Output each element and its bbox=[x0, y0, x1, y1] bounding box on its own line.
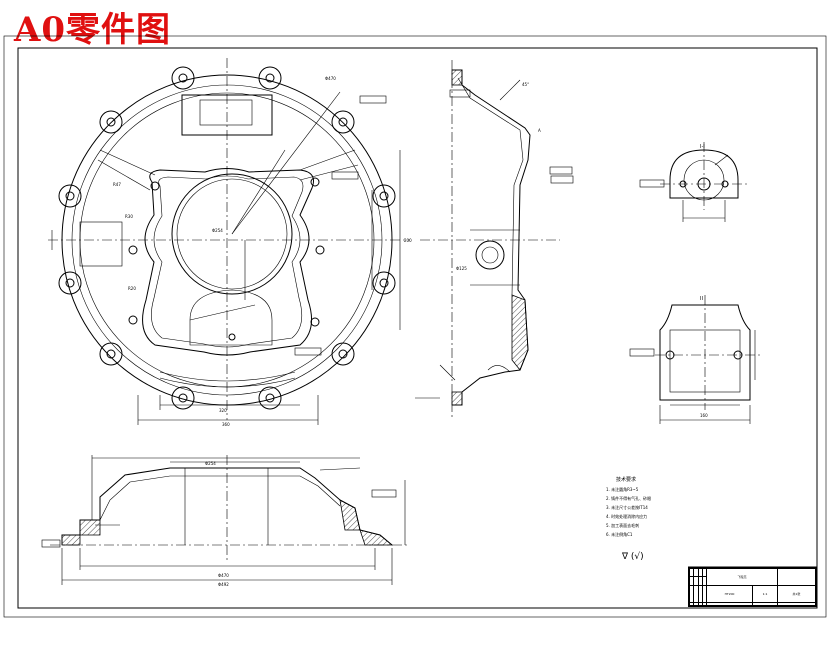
svg-text:Φ492: Φ492 bbox=[218, 582, 229, 587]
requirement-item: 1. 未注圆角R3~5 bbox=[606, 487, 639, 492]
svg-text:Φ254: Φ254 bbox=[205, 461, 216, 466]
inner-frame bbox=[17, 47, 818, 609]
svg-text:Φ470: Φ470 bbox=[325, 76, 336, 81]
svg-text:A: A bbox=[538, 128, 541, 133]
technical-requirements: 技术要求 1. 未注圆角R3~5 2. 铸件不得有气孔、砂眼 3. 未注尺寸公差… bbox=[606, 476, 696, 539]
svg-text:R47: R47 bbox=[113, 182, 121, 187]
svg-text:320: 320 bbox=[219, 408, 227, 413]
svg-text:200: 200 bbox=[404, 238, 412, 243]
svg-text:Φ254: Φ254 bbox=[212, 228, 223, 233]
title-block: 飞轮壳 HT200 1:1 共1张 bbox=[688, 567, 817, 607]
svg-text:R30: R30 bbox=[125, 214, 133, 219]
scale: 1:1 bbox=[762, 591, 768, 596]
internal-holes bbox=[128, 177, 325, 341]
svg-text:R20: R20 bbox=[128, 286, 136, 291]
requirement-item: 5. 加工表面去毛刺 bbox=[606, 523, 640, 528]
part-name: 飞轮壳 bbox=[737, 574, 747, 579]
drawing-title: A0零件图 bbox=[14, 10, 172, 50]
svg-text:45°: 45° bbox=[522, 82, 529, 87]
front-view: Φ470 Φ254 R47 R30 R20 360 320 200 bbox=[48, 58, 412, 427]
sheet-count: 共1张 bbox=[792, 591, 801, 596]
outer-frame bbox=[3, 35, 827, 618]
svg-text:I-I: I-I bbox=[700, 144, 705, 150]
bolt-lugs bbox=[58, 66, 396, 410]
svg-text:160: 160 bbox=[700, 413, 708, 418]
side-section-view: Φ125 45° A bbox=[415, 60, 574, 420]
technical-requirements-heading: 技术要求 bbox=[616, 477, 637, 483]
detail-view-flange: II 160 bbox=[629, 295, 760, 424]
svg-text:360: 360 bbox=[222, 422, 230, 427]
detail-view-boss: I-I bbox=[639, 142, 748, 222]
material: HT200 bbox=[724, 591, 735, 596]
svg-text:Φ470: Φ470 bbox=[218, 573, 229, 578]
requirement-item: 4. 时效处理消除内应力 bbox=[606, 514, 648, 519]
roughness-note: ∇ (√) bbox=[622, 552, 644, 562]
requirement-item: 2. 铸件不得有气孔、砂眼 bbox=[606, 496, 652, 501]
requirement-item: 3. 未注尺寸公差按IT14 bbox=[606, 505, 648, 510]
svg-text:Φ125: Φ125 bbox=[456, 266, 467, 271]
bottom-section-view: Φ470 Φ492 Φ254 bbox=[41, 455, 410, 587]
requirement-item: 6. 未注倒角C1 bbox=[606, 532, 633, 537]
svg-text:II: II bbox=[700, 296, 703, 302]
